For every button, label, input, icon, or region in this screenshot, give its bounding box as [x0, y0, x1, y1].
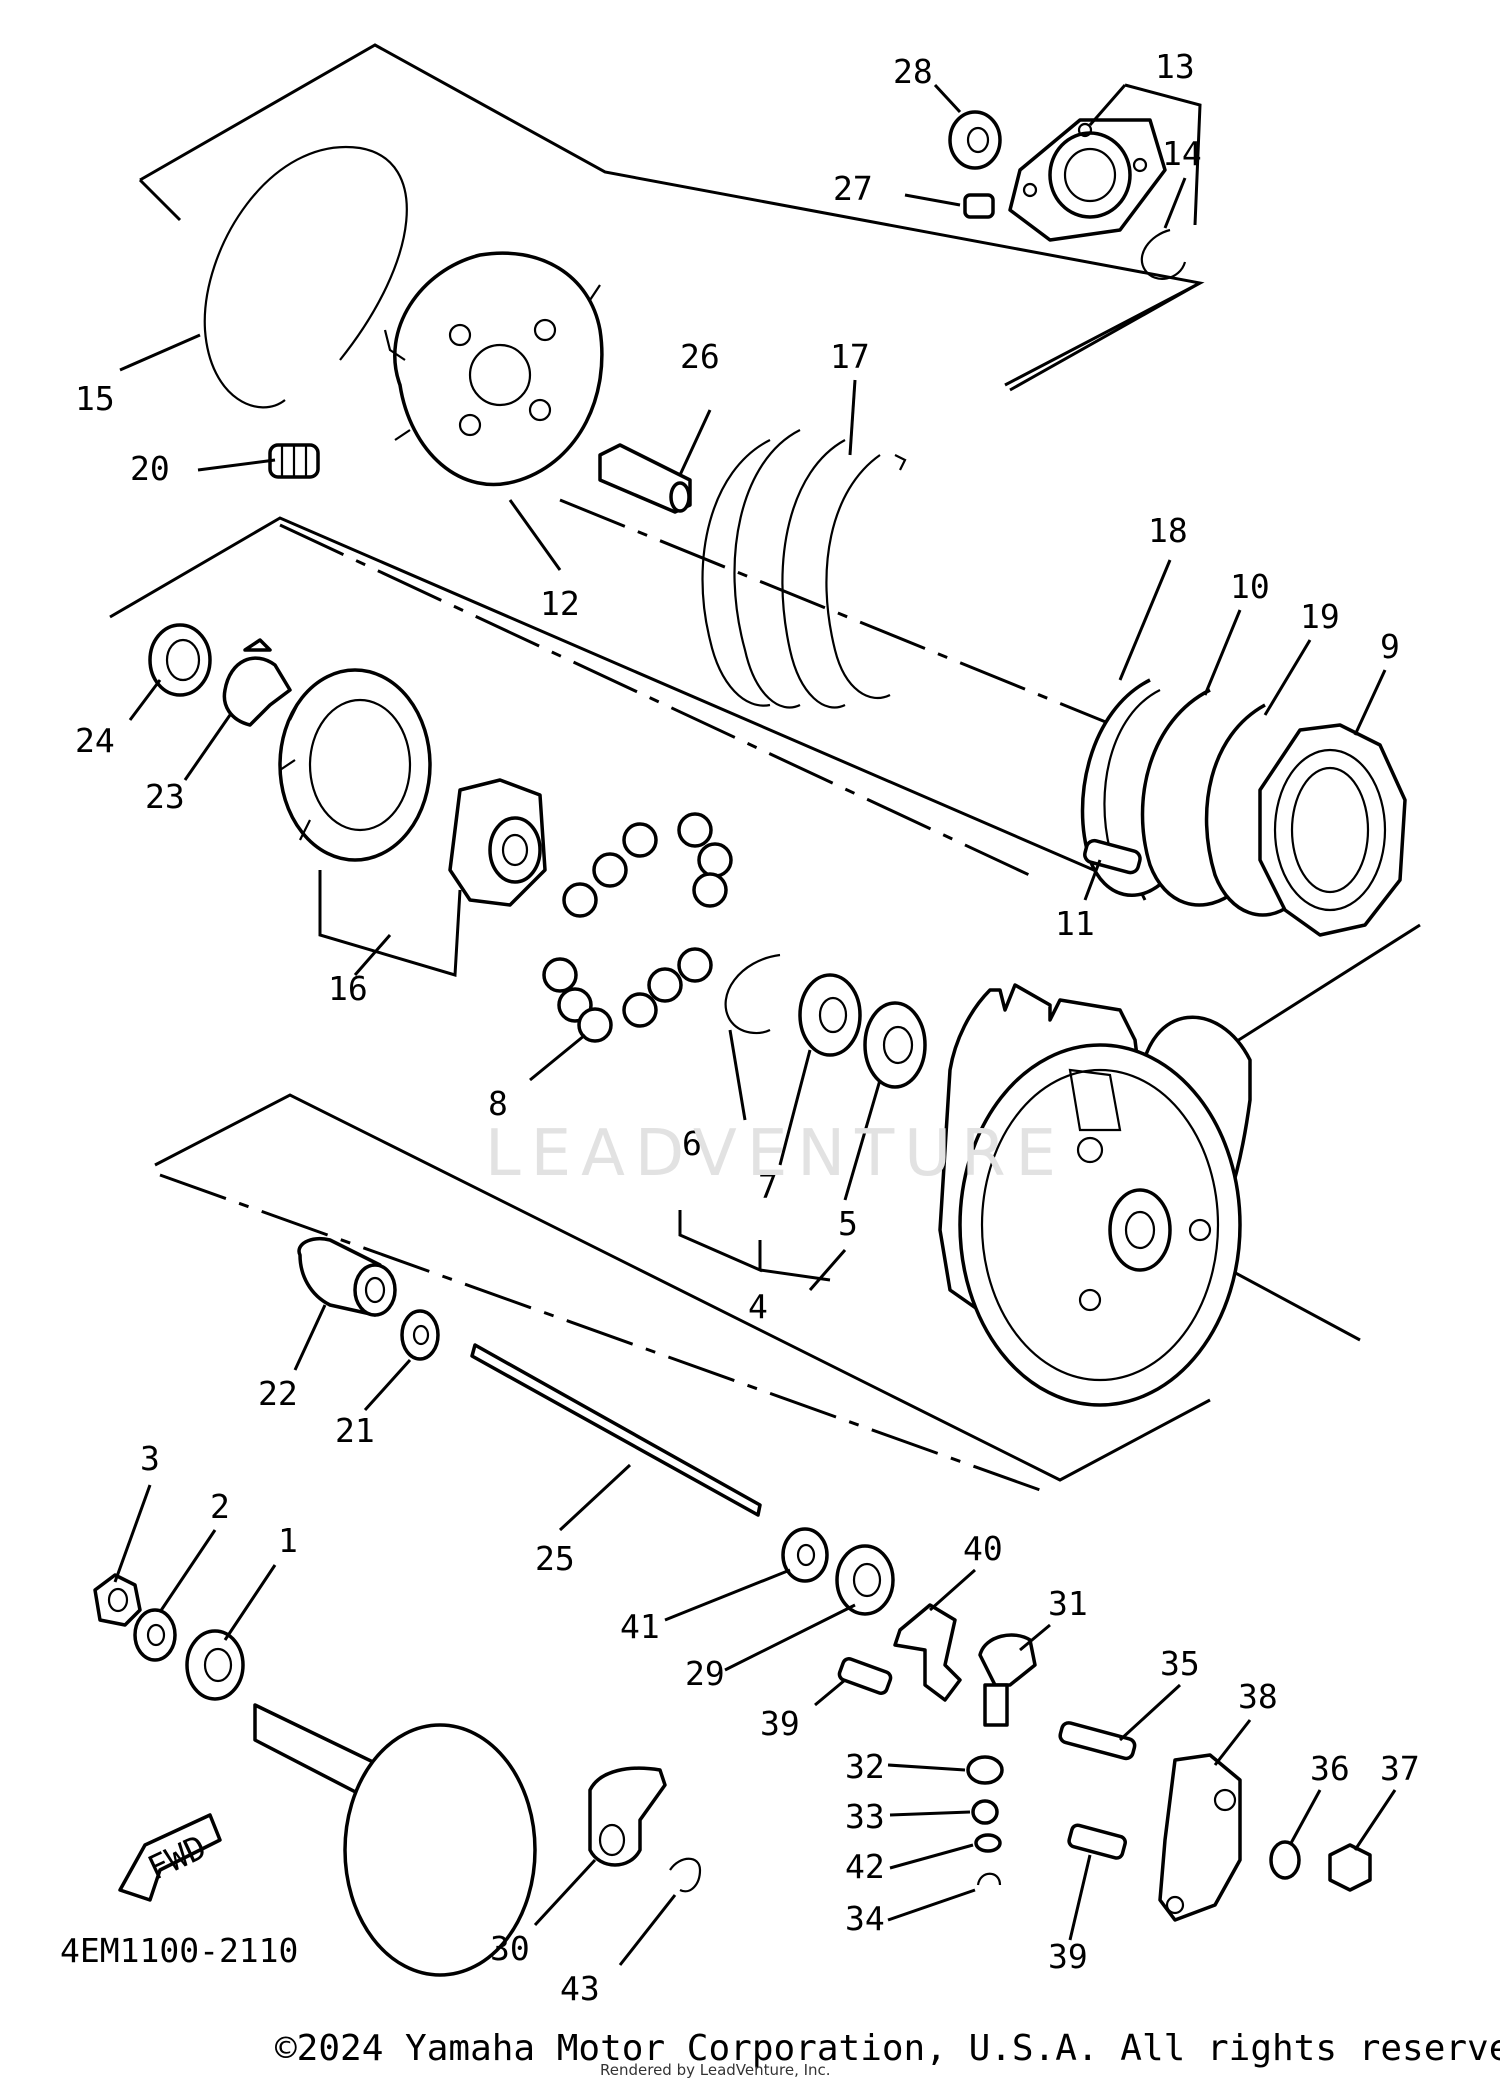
rendered-by: Rendered by LeadVenture, Inc. — [600, 2061, 831, 2079]
part-34-clip — [976, 1872, 1002, 1886]
part-29-bearing — [835, 1544, 895, 1616]
part-27-screw — [963, 193, 995, 219]
leader-lines — [113, 83, 1397, 1966]
callout-32: 32 — [845, 1747, 885, 1786]
callout-30: 30 — [490, 1929, 530, 1968]
part-13-bearing-housing — [1008, 118, 1167, 242]
callout-24: 24 — [75, 721, 115, 760]
part-9-plate — [1258, 723, 1407, 937]
callout-31: 31 — [1048, 1584, 1088, 1623]
part-32-nut — [966, 1755, 1004, 1785]
fwd-arrow: FWD — [118, 1813, 222, 1902]
callout-40: 40 — [963, 1529, 1003, 1568]
callout-29: 29 — [685, 1654, 725, 1693]
callout-11: 11 — [1055, 904, 1095, 943]
part-42-washer — [974, 1833, 1002, 1853]
primary-drive-shaft — [253, 1703, 537, 1977]
callout-22: 22 — [258, 1374, 298, 1413]
callout-10: 10 — [1230, 567, 1270, 606]
callout-5: 5 — [838, 1204, 858, 1243]
part-35-screw — [1058, 1721, 1137, 1761]
callout-labels: 28 13 14 27 15 20 12 26 17 18 10 19 9 11… — [75, 47, 1420, 2008]
callout-34: 34 — [845, 1899, 885, 1938]
part-26-push-rod — [598, 443, 692, 514]
copyright-notice: ©2024 Yamaha Motor Corporation, U.S.A. A… — [275, 2028, 1500, 2069]
part-30-lever — [588, 1766, 667, 1867]
part-5-bearing — [863, 1001, 927, 1089]
part-22-bushing — [297, 1237, 397, 1317]
watermark: LEADVENTURE — [485, 1117, 1066, 1191]
callout-36: 36 — [1310, 1749, 1350, 1788]
part-17-clutch-plates — [701, 429, 907, 709]
callout-7: 7 — [758, 1167, 778, 1206]
callout-35: 35 — [1160, 1644, 1200, 1683]
part-28-bearing — [948, 110, 1002, 170]
part-1-gear — [185, 1629, 245, 1701]
part-39a-bolt — [837, 1657, 893, 1695]
part-25-push-rod — [470, 1343, 762, 1517]
part-3-nut — [93, 1573, 142, 1627]
callout-4: 4 — [748, 1287, 768, 1326]
callout-33: 33 — [845, 1797, 885, 1836]
callout-8: 8 — [488, 1084, 508, 1123]
callout-37: 37 — [1380, 1749, 1420, 1788]
callout-27: 27 — [833, 169, 873, 208]
callout-38: 38 — [1238, 1677, 1278, 1716]
callout-16: 16 — [328, 969, 368, 1008]
part-23-lock-washer — [222, 638, 292, 727]
part-16-clutch-boss — [278, 668, 547, 907]
callout-17: 17 — [830, 337, 870, 376]
callout-26: 26 — [680, 337, 720, 376]
part-12-pressure-plate — [383, 251, 604, 487]
callout-39a: 39 — [760, 1704, 800, 1743]
callout-3: 3 — [140, 1439, 160, 1478]
part-21-washer — [400, 1309, 440, 1361]
part-8-balls — [542, 812, 733, 1043]
callout-13: 13 — [1155, 47, 1195, 86]
callout-39b: 39 — [1048, 1937, 1088, 1976]
part-39b-bolt — [1067, 1823, 1127, 1860]
callout-42: 42 — [845, 1847, 885, 1886]
part-36-washer — [1269, 1840, 1301, 1880]
callout-18: 18 — [1148, 511, 1188, 550]
part-40-plate — [893, 1603, 962, 1702]
callout-41: 41 — [620, 1607, 660, 1646]
part-31-cam — [978, 1633, 1037, 1727]
callout-9: 9 — [1380, 627, 1400, 666]
part-41-washer — [781, 1527, 829, 1583]
callout-28: 28 — [893, 52, 933, 91]
part-24-washer — [148, 623, 212, 697]
callout-2: 2 — [210, 1487, 230, 1526]
part-2-washer — [133, 1608, 177, 1662]
callout-21: 21 — [335, 1411, 375, 1450]
part-15-wire-circlip — [203, 145, 408, 409]
callout-25: 25 — [535, 1539, 575, 1578]
diagram-code: 4EM1100-2110 — [60, 1931, 298, 1970]
part-11-spring — [1083, 838, 1142, 875]
part-20-spring — [268, 443, 320, 479]
part-33-nut — [971, 1799, 999, 1825]
callout-19: 19 — [1300, 597, 1340, 636]
part-6-circlip — [724, 953, 781, 1035]
callout-1: 1 — [278, 1521, 298, 1560]
part-4-clutch-housing — [938, 983, 1252, 1407]
callout-14: 14 — [1162, 134, 1202, 173]
callout-43: 43 — [560, 1969, 600, 2008]
callout-15: 15 — [75, 379, 115, 418]
part-43-circlip — [669, 1857, 702, 1893]
callout-6: 6 — [682, 1124, 702, 1163]
callout-12: 12 — [540, 584, 580, 623]
part-14-circlip — [1140, 228, 1187, 280]
part-7-washer — [798, 973, 862, 1057]
callout-23: 23 — [145, 777, 185, 816]
part-38-bracket — [1158, 1753, 1242, 1922]
callout-20: 20 — [130, 449, 170, 488]
part-37-nut — [1328, 1843, 1372, 1892]
